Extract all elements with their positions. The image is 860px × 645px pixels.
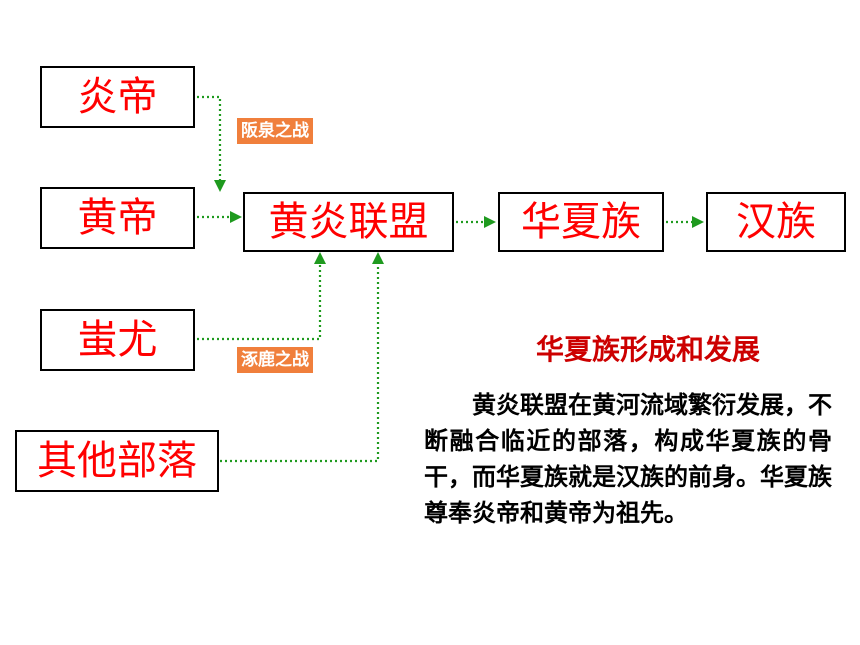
connector-yandi-alliance xyxy=(197,95,222,180)
arrowhead-alliance-huaxia xyxy=(484,216,496,228)
node-chiyou: 蚩尤 xyxy=(40,309,195,371)
connector-chiyou-alliance xyxy=(197,264,322,341)
arrowhead-huaxia-han xyxy=(692,216,704,228)
node-alliance: 黄炎联盟 xyxy=(243,192,454,252)
battle-tag-zhuolu: 涿鹿之战 xyxy=(237,347,313,373)
info-title: 华夏族形成和发展 xyxy=(535,333,760,366)
node-huangdi: 黄帝 xyxy=(40,187,195,249)
info-paragraph: 黄炎联盟在黄河流域繁衍发展，不断融合临近的部落，构成华夏族的骨干，而华夏族就是汉… xyxy=(424,391,832,527)
arrowhead-chiyou-alliance xyxy=(314,252,326,264)
battle-tag-banquan: 阪泉之战 xyxy=(237,118,313,144)
arrowhead-huangdi-alliance xyxy=(230,211,242,223)
node-huaxia: 华夏族 xyxy=(498,192,664,252)
node-yandi: 炎帝 xyxy=(40,66,195,128)
node-others: 其他部落 xyxy=(15,430,219,492)
arrowhead-yandi-alliance xyxy=(214,180,226,192)
node-han: 汉族 xyxy=(706,192,846,252)
arrowhead-others-alliance xyxy=(372,252,384,264)
